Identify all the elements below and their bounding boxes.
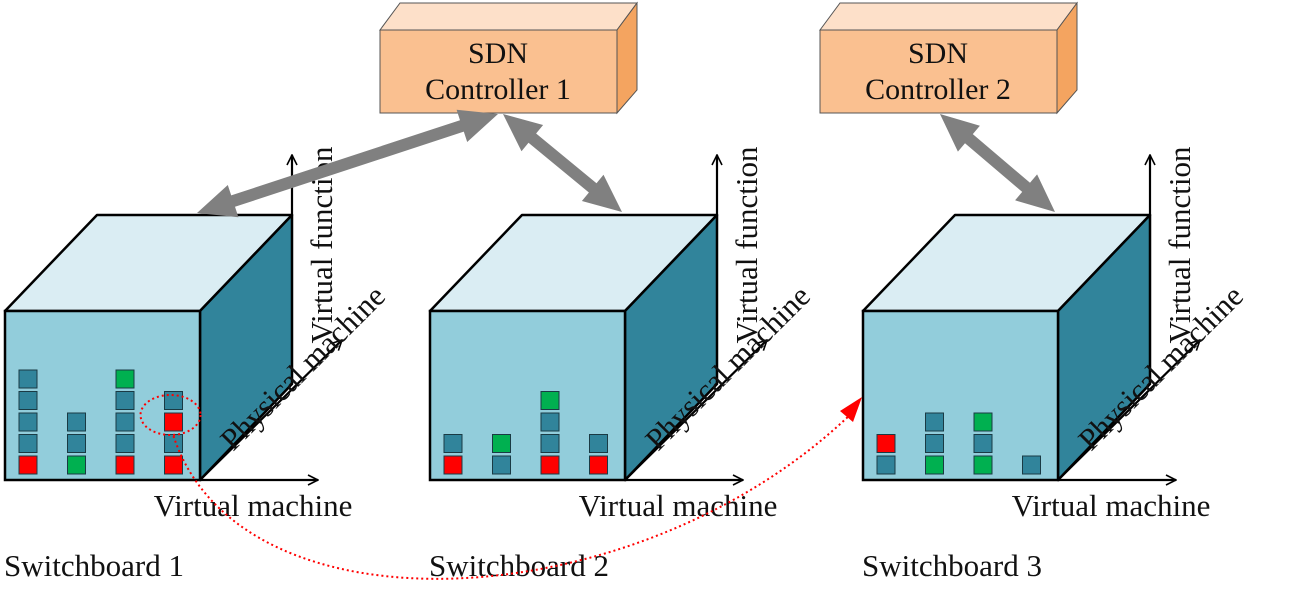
vnf-block-green <box>540 391 560 410</box>
link-arrow-controller1-switchboard1 <box>197 109 498 218</box>
vnf-block-teal <box>115 434 135 453</box>
link-arrow-controller1-switchboard2 <box>503 114 622 212</box>
vnf-block-teal <box>443 434 463 453</box>
vnf-block-teal <box>540 412 560 432</box>
vnf-block-red <box>876 434 896 453</box>
cube-front-face <box>861 309 1060 482</box>
vnf-block-green <box>973 412 993 432</box>
vnf-block-teal <box>18 391 38 410</box>
cube-front-face <box>428 309 627 482</box>
migration-arrowhead <box>840 397 862 422</box>
switchboard-label: Switchboard 3 <box>862 548 1042 583</box>
migration-source-highlight <box>139 394 202 436</box>
vnf-block-green <box>492 434 511 453</box>
axis-label-virtual-function: Virtual function <box>729 146 764 344</box>
vnf-block-teal <box>18 369 38 389</box>
vnf-block-teal <box>876 455 896 475</box>
sdn-controller-2: SDN Controller 2 <box>819 1 1078 115</box>
vnf-block-teal <box>67 412 86 432</box>
vnf-block-red <box>164 412 183 432</box>
vnf-block-red <box>540 455 560 475</box>
vnf-block-green <box>115 369 135 389</box>
controller-links <box>197 109 1055 218</box>
vnf-block-teal <box>18 412 38 432</box>
vnf-block-teal <box>115 412 135 432</box>
vnf-block-teal <box>18 434 38 453</box>
vnf-block-teal <box>589 434 608 453</box>
controller-1-top <box>379 2 638 31</box>
vnf-block-green <box>973 455 993 475</box>
vm-migration <box>139 394 862 580</box>
link-arrow-controller2-switchboard3 <box>940 114 1055 212</box>
vnf-block-red <box>18 455 38 475</box>
vnf-block-teal <box>973 434 993 453</box>
migration-path <box>172 410 855 580</box>
vnf-block-teal <box>67 434 86 453</box>
axis-label-virtual-machine: Virtual machine <box>1012 488 1211 523</box>
axis-label-virtual-machine: Virtual machine <box>579 488 778 523</box>
vnf-block-teal <box>540 434 560 453</box>
controller-2-front <box>819 29 1058 114</box>
vnf-block-red <box>589 455 608 475</box>
vnf-block-teal <box>925 412 944 432</box>
vnf-block-teal <box>115 391 135 410</box>
controller-1-subtitle: Controller 1 <box>425 73 571 106</box>
vnf-block-teal <box>925 434 944 453</box>
vnf-block-green <box>925 455 944 475</box>
vnf-block-red <box>164 455 183 475</box>
vnf-block-teal <box>1022 455 1041 475</box>
sdn-controller-1: SDN Controller 1 <box>379 1 638 115</box>
axis-label-virtual-machine: Virtual machine <box>154 488 353 523</box>
switchboard-label: Switchboard 2 <box>429 548 609 583</box>
controller-2-subtitle: Controller 2 <box>865 73 1011 106</box>
controller-1-front <box>379 29 618 114</box>
axis-label-virtual-function: Virtual function <box>1162 146 1197 344</box>
vnf-block-teal <box>492 455 511 475</box>
vnf-block-green <box>67 455 86 475</box>
vnf-block-red <box>443 455 463 475</box>
controller-2-title: SDN <box>908 37 968 70</box>
controller-2-top <box>819 2 1078 31</box>
controller-1-title: SDN <box>468 37 528 70</box>
switchboard-label: Switchboard 1 <box>4 548 184 583</box>
vnf-block-red <box>115 455 135 475</box>
